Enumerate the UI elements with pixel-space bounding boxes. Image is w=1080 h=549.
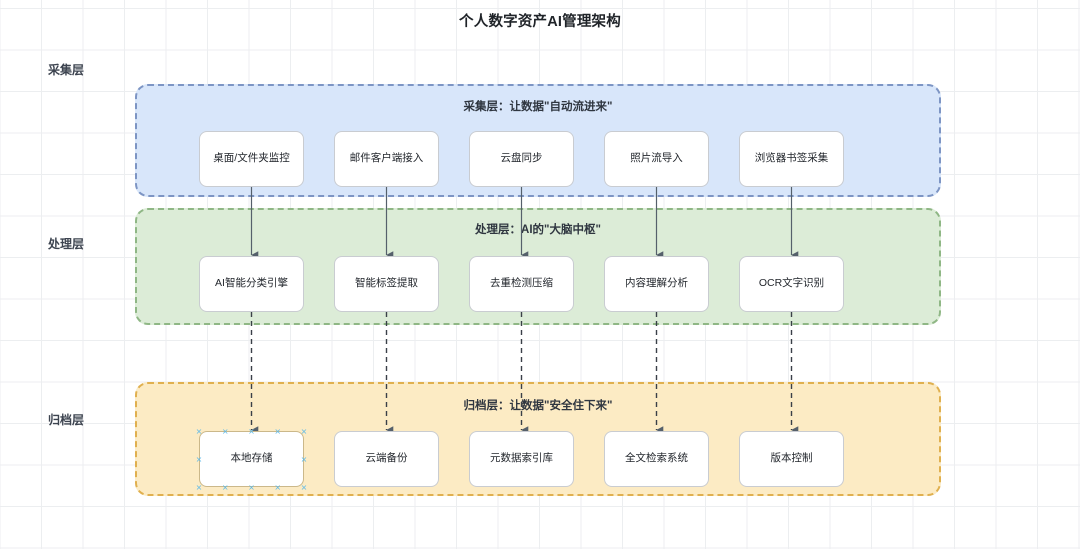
node-process-3[interactable]: 去重检测压缩: [469, 256, 574, 312]
node-collect-4[interactable]: 照片流导入: [604, 131, 709, 187]
layer-label-archive: 归档层: [47, 413, 84, 427]
layer-label-process: 处理层: [47, 237, 84, 251]
node-label: 去重检测压缩: [490, 277, 553, 290]
node-label: 照片流导入: [630, 152, 683, 165]
node-archive-3[interactable]: 元数据索引库: [469, 431, 574, 487]
node-collect-1[interactable]: 桌面/文件夹监控: [199, 131, 304, 187]
node-process-4[interactable]: 内容理解分析: [604, 256, 709, 312]
page-title: 个人数字资产AI管理架构: [459, 14, 621, 30]
node-label: 全文检索系统: [625, 452, 688, 465]
node-label: 元数据索引库: [490, 452, 553, 465]
node-collect-3[interactable]: 云盘同步: [469, 131, 574, 187]
layer-band-process-title: 处理层：AI的"大脑中枢": [475, 224, 601, 236]
layer-band-archive-title: 归档层：让数据"安全住下来": [463, 400, 613, 412]
node-label: OCR文字识别: [758, 277, 825, 290]
node-label: 智能标签提取: [355, 277, 418, 290]
node-process-5[interactable]: OCR文字识别: [739, 256, 844, 312]
node-collect-2[interactable]: 邮件客户端接入: [334, 131, 439, 187]
node-label: 云端备份: [365, 452, 408, 465]
node-archive-1[interactable]: 本地存储: [199, 431, 304, 487]
node-archive-2[interactable]: 云端备份: [334, 431, 439, 487]
node-label: 云盘同步: [500, 152, 543, 165]
node-label: 版本控制: [770, 452, 813, 465]
node-label: 内容理解分析: [625, 277, 688, 290]
layer-band-collect-title: 采集层：让数据"自动流进来": [463, 101, 613, 113]
node-process-2[interactable]: 智能标签提取: [334, 256, 439, 312]
node-label: 桌面/文件夹监控: [213, 152, 290, 165]
node-label: 浏览器书签采集: [754, 152, 829, 165]
node-process-1[interactable]: AI智能分类引擎: [199, 256, 304, 312]
layer-label-collect: 采集层: [47, 63, 84, 77]
node-collect-5[interactable]: 浏览器书签采集: [739, 131, 844, 187]
node-label: 本地存储: [230, 452, 273, 465]
node-archive-4[interactable]: 全文检索系统: [604, 431, 709, 487]
node-label: 邮件客户端接入: [349, 152, 424, 165]
node-label: AI智能分类引擎: [215, 277, 288, 290]
node-archive-5[interactable]: 版本控制: [739, 431, 844, 487]
